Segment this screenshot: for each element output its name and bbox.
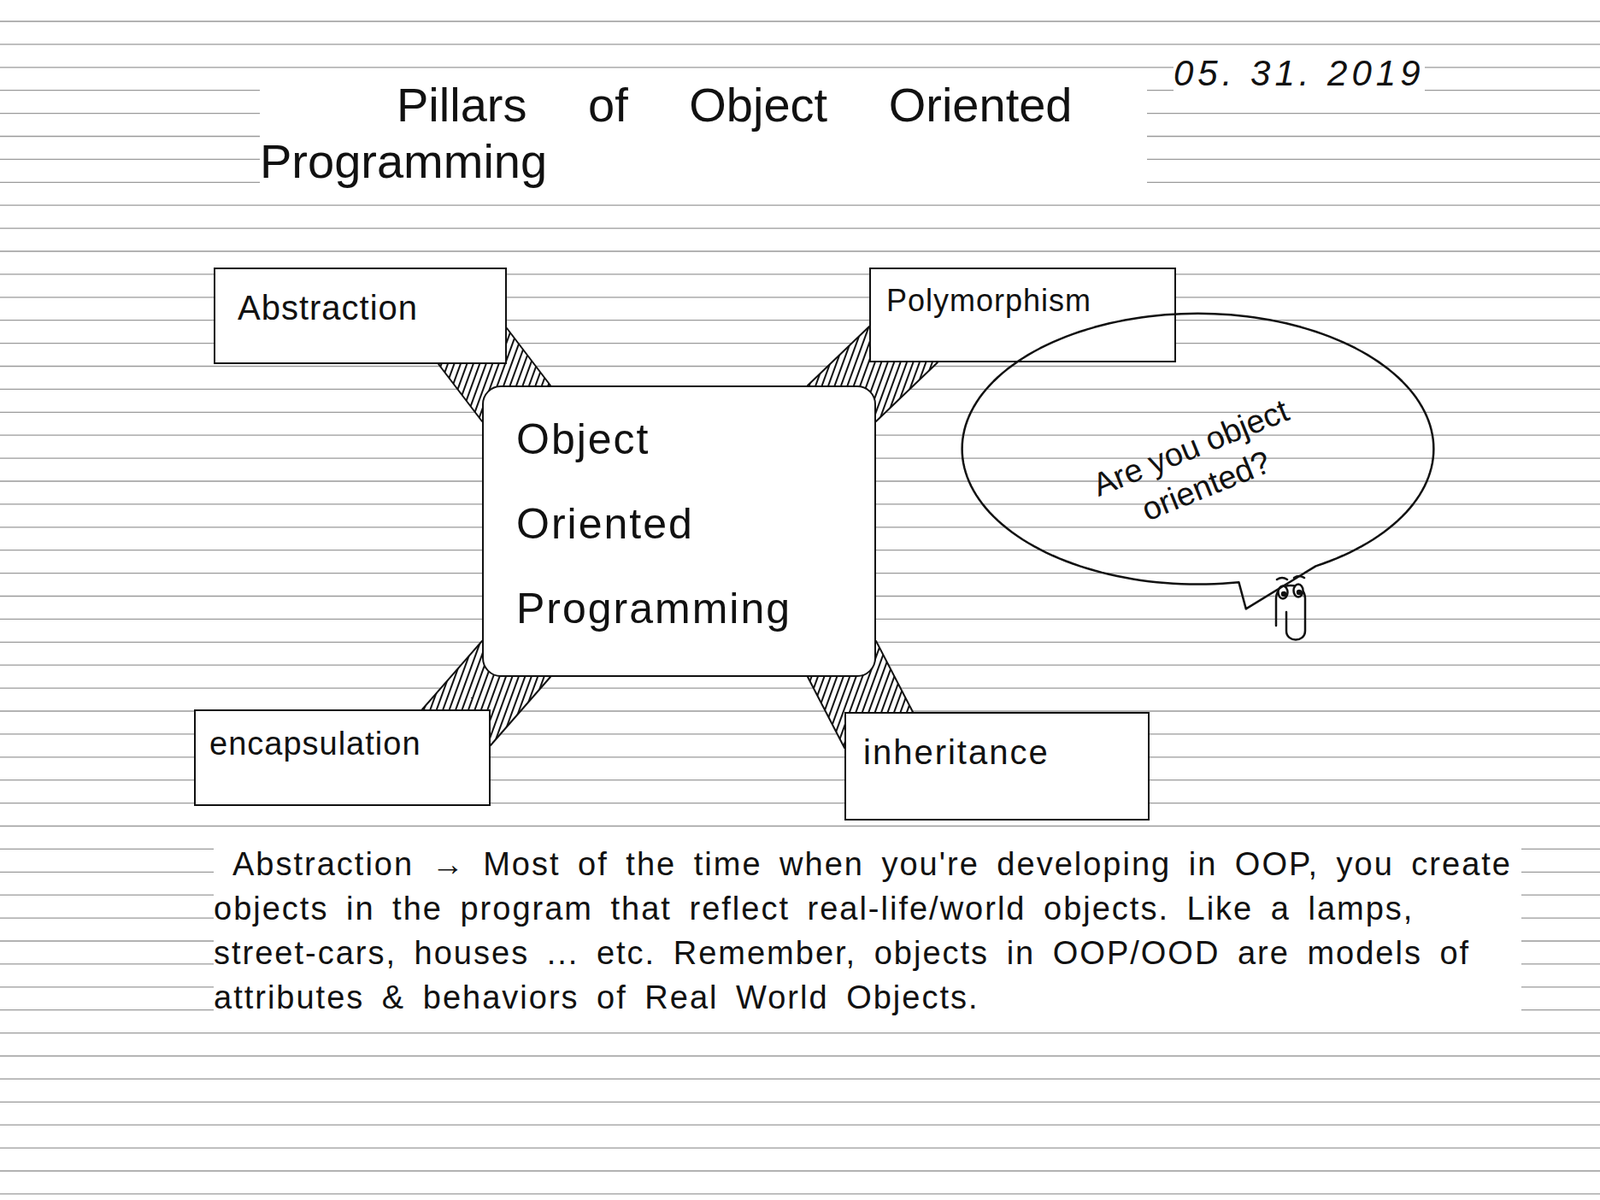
ruled-line — [0, 227, 1600, 229]
pillar-box: Polymorphism — [869, 267, 1177, 363]
speech-bubble: Are you object oriented? — [957, 304, 1439, 612]
ruled-line — [0, 43, 1600, 45]
ruled-line — [0, 1170, 1600, 1171]
note-paragraph: Abstraction → Most of the time when you'… — [213, 841, 1522, 1020]
ruled-line — [0, 825, 1600, 827]
page-title: Pillars of Object Oriented Programming — [259, 76, 1148, 190]
box-label: inheritance — [863, 730, 1050, 774]
ruled-line — [0, 1124, 1600, 1126]
mascot-pupil — [1297, 590, 1301, 595]
pillar-box: inheritance — [844, 711, 1150, 821]
ruled-line — [0, 1101, 1600, 1103]
ruled-line — [0, 365, 1600, 367]
mascot-eye — [1294, 584, 1304, 598]
ruled-line — [0, 205, 1600, 206]
bubble-outline-path — [962, 313, 1435, 610]
box-label: Abstraction — [237, 286, 418, 330]
ruled-line — [0, 1078, 1600, 1080]
ruled-line — [0, 1193, 1600, 1195]
ruled-line — [0, 687, 1600, 689]
date-note: 05. 31. 2019 — [1173, 51, 1425, 96]
box-label: Polymorphism — [886, 281, 1092, 320]
ruled-line — [0, 1147, 1600, 1148]
paperclip-wire — [1276, 585, 1306, 641]
pillar-box: encapsulation — [194, 709, 491, 806]
ruled-line — [0, 1055, 1600, 1057]
ruled-line — [0, 20, 1600, 22]
box-label: Object Oriented Programming — [516, 397, 792, 652]
ruled-line — [0, 250, 1600, 252]
pillar-box: Abstraction — [213, 267, 507, 365]
ruled-line — [0, 1032, 1600, 1034]
box-label: encapsulation — [209, 723, 422, 765]
bubble-text: Are you object oriented? — [1052, 376, 1345, 559]
paperclip-mascot — [1276, 576, 1306, 641]
mascot-pupil — [1282, 592, 1286, 596]
central-box: Object Oriented Programming — [482, 385, 877, 677]
